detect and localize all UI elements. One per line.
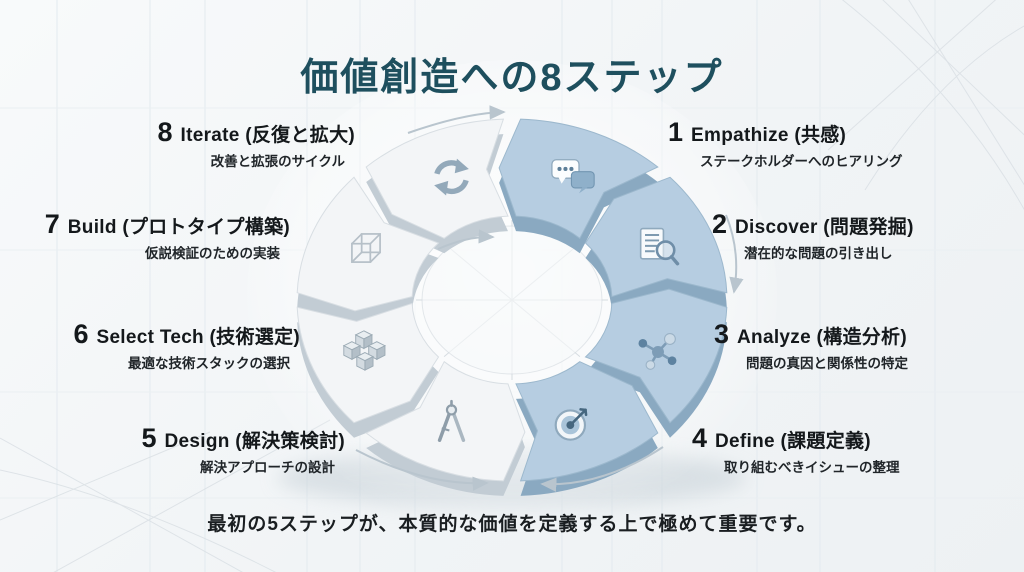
step-title: Iterate (反復と拡大) [180,125,355,146]
step-number: 2 [712,209,728,239]
flow-arrows [355,105,744,492]
step-label-3: 3 Analyze (構造分析) 問題の真因と関係性の特定 [714,321,908,372]
step-label-2: 2 Discover (問題発掘) 潜在的な問題の引き出し [712,211,914,262]
center-spoke-lines [416,220,608,380]
step-title: Select Tech (技術選定) [96,327,300,348]
flow-arrow-bottom-right [540,446,664,492]
step-title: Build (プロトタイプ構築) [67,217,290,238]
step-description: 最適な技術スタックの選択 [128,356,290,371]
step-number: 8 [157,117,173,147]
step-label-5: 5 Design (解決策検討) 解決アプローチの設計 [141,425,345,476]
step-description: 潜在的な問題の引き出し [744,246,893,261]
step-label-4: 4 Define (課題定義) 取り組むべきイシューの整理 [692,425,900,476]
step-label-7: 7 Build (プロトタイプ構築) 仮説検証のための実装 [45,211,290,262]
step-description: 取り組むべきイシューの整理 [724,460,900,475]
step-number: 7 [44,209,60,239]
step-description: 改善と拡張のサイクル [210,154,345,169]
step-number: 4 [692,423,708,453]
step-title: Design (解決策検討) [164,431,345,452]
page-title: 価値創造への8ステップ [300,57,724,99]
step-label-8: 8 Iterate (反復と拡大) 改善と拡張のサイクル [158,119,356,170]
step-number: 6 [73,319,89,349]
step-number: 1 [668,117,684,147]
flow-arrow-bottom-left [355,449,489,491]
step-description: 問題の真因と関係性の特定 [746,356,908,371]
footer-note: 最初の5ステップが、本質的な価値を定義する上で極めて重要です。 [207,514,817,535]
flow-arrow-inner [437,229,495,250]
flow-arrow-right [725,214,744,294]
ring-segment-4 [515,361,659,482]
step-label-1: 1 Empathize (共感) ステークホルダーへのヒアリング [668,119,903,170]
target-dart-icon [554,408,588,441]
step-description: ステークホルダーへのヒアリング [700,154,903,169]
step-title: Discover (問題発掘) [735,217,914,238]
step-title: Analyze (構造分析) [737,327,907,348]
step-description: 解決アプローチの設計 [200,460,335,475]
flow-arrow-top [407,105,506,134]
step-label-6: 6 Select Tech (技術選定) 最適な技術スタックの選択 [73,321,300,372]
step-title: Empathize (共感) [691,125,847,146]
step-description: 仮説検証のための実装 [145,246,280,261]
step-number: 5 [141,423,157,453]
step-number: 3 [714,319,730,349]
step-title: Define (課題定義) [715,431,871,452]
